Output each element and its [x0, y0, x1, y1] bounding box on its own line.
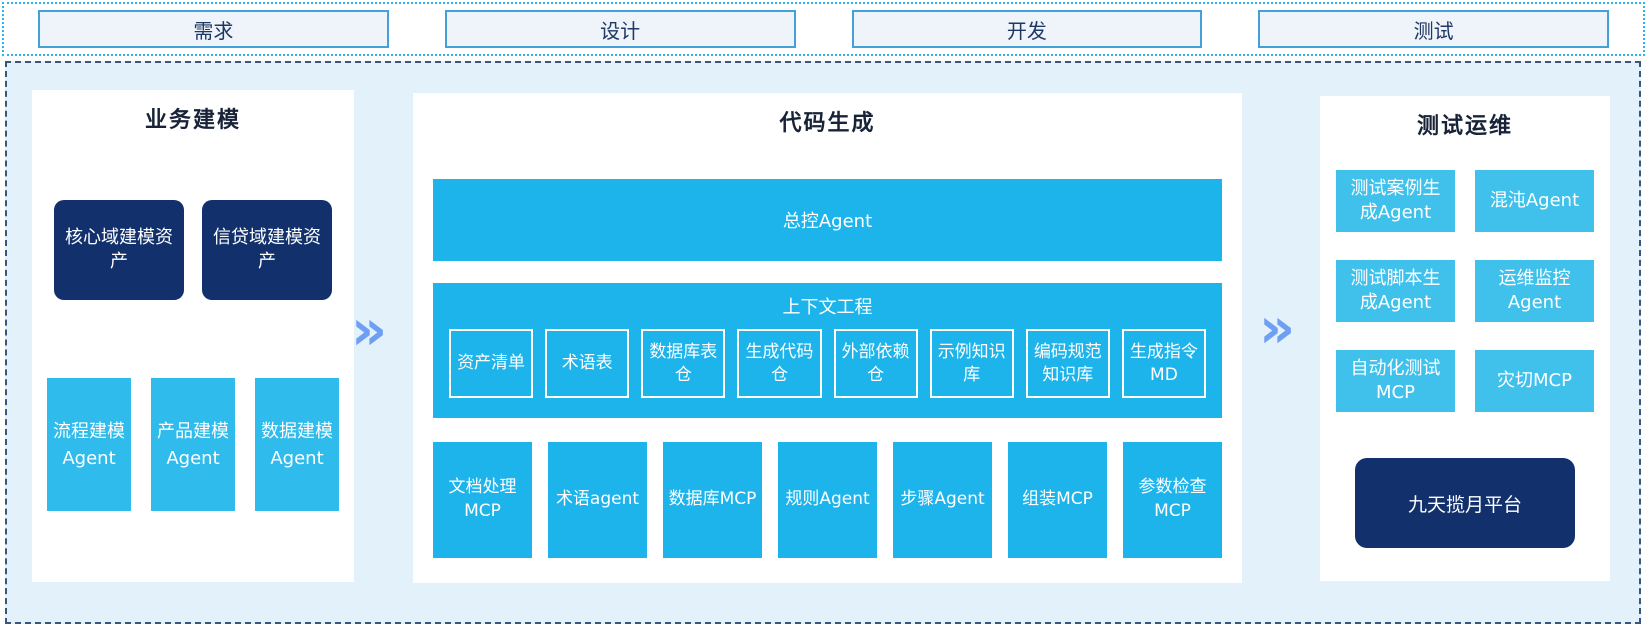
- panel-test-ops: 测试运维 测试案例生成Agent 混沌Agent 测试脚本生成Agent 运维监…: [1320, 96, 1610, 581]
- flow-chevron-icon: »: [351, 298, 388, 363]
- context-engineering-band: 上下文工程 资产清单 术语表 数据库表仓 生成代码仓 外部依赖仓 示例知识库 编…: [433, 283, 1222, 418]
- panel-code-generation: 代码生成 总控Agent 上下文工程 资产清单 术语表 数据库表仓 生成代码仓 …: [413, 93, 1242, 583]
- panel-business-modeling: 业务建模 核心域建模资产 信贷域建模资产 流程建模Agent 产品建模Agent…: [32, 90, 354, 582]
- test-ops-grid: 测试案例生成Agent 混沌Agent 测试脚本生成Agent 运维监控Agen…: [1320, 170, 1610, 412]
- parameter-check-mcp-box: 参数检查MCP: [1123, 442, 1222, 558]
- code-generation-tool-row: 文档处理MCP 术语agent 数据库MCP 规则Agent 步骤Agent 组…: [413, 442, 1242, 558]
- example-knowledge-base-box: 示例知识库: [929, 329, 1014, 398]
- glossary-box: 术语表: [545, 329, 630, 398]
- external-dependency-repo-box: 外部依赖仓: [833, 329, 918, 398]
- main-diagram-area: 业务建模 核心域建模资产 信贷域建模资产 流程建模Agent 产品建模Agent…: [5, 61, 1641, 624]
- flow-chevron-icon: »: [1259, 296, 1296, 361]
- modeling-asset-row: 核心域建模资产 信贷域建模资产: [32, 200, 354, 300]
- assembly-mcp-box: 组装MCP: [1008, 442, 1107, 558]
- test-script-generation-agent-box: 测试脚本生成Agent: [1336, 260, 1455, 322]
- chaos-agent-box: 混沌Agent: [1475, 170, 1594, 232]
- modeling-agent-row: 流程建模Agent 产品建模Agent 数据建模Agent: [32, 378, 354, 511]
- master-agent-bar: 总控Agent: [433, 179, 1222, 261]
- generated-code-repo-box: 生成代码仓: [737, 329, 822, 398]
- phase-box-design: 设计: [444, 10, 796, 48]
- asset-list-box: 资产清单: [449, 329, 534, 398]
- terminology-agent-box: 术语agent: [548, 442, 647, 558]
- code-generation-title: 代码生成: [779, 111, 876, 136]
- phase-box-requirements: 需求: [38, 10, 389, 48]
- process-modeling-agent-box: 流程建模Agent: [47, 378, 131, 511]
- db-table-repo-box: 数据库表仓: [641, 329, 726, 398]
- coding-standard-knowledge-base-box: 编码规范知识库: [1025, 329, 1110, 398]
- context-engineering-items: 资产清单 术语表 数据库表仓 生成代码仓 外部依赖仓 示例知识库 编码规范知识库…: [433, 319, 1222, 398]
- jiutian-lanyue-platform-box: 九天揽月平台: [1355, 458, 1575, 548]
- test-ops-title: 测试运维: [1416, 114, 1513, 139]
- database-mcp-box: 数据库MCP: [663, 442, 762, 558]
- data-modeling-agent-box: 数据建模Agent: [255, 378, 339, 511]
- context-engineering-title: 上下文工程: [782, 297, 873, 318]
- phase-band: 需求 设计 开发 测试: [2, 2, 1645, 56]
- ops-monitoring-agent-box: 运维监控Agent: [1475, 260, 1594, 322]
- test-case-generation-agent-box: 测试案例生成Agent: [1336, 170, 1455, 232]
- rule-agent-box: 规则Agent: [778, 442, 877, 558]
- core-domain-asset-box: 核心域建模资产: [54, 200, 184, 300]
- document-processing-mcp-box: 文档处理MCP: [433, 442, 532, 558]
- generation-instruction-md-box: 生成指令MD: [1121, 329, 1206, 398]
- product-modeling-agent-box: 产品建模Agent: [151, 378, 235, 511]
- automated-testing-mcp-box: 自动化测试MCP: [1336, 350, 1455, 412]
- step-agent-box: 步骤Agent: [893, 442, 992, 558]
- disaster-switch-mcp-box: 灾切MCP: [1475, 350, 1594, 412]
- phase-box-testing: 测试: [1258, 10, 1609, 48]
- credit-domain-asset-box: 信贷域建模资产: [202, 200, 332, 300]
- business-modeling-title: 业务建模: [144, 108, 241, 133]
- phase-box-development: 开发: [851, 10, 1203, 48]
